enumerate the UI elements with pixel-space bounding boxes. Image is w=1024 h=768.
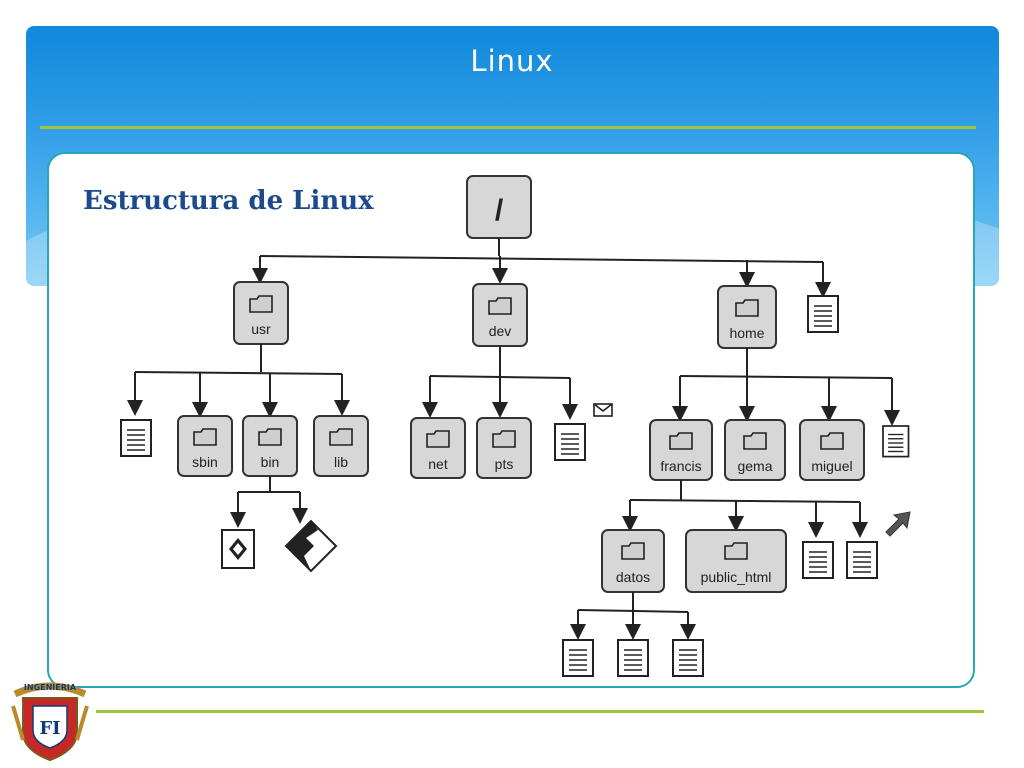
usr-folder-node: usr (233, 281, 289, 345)
dev-folder-icon (488, 297, 512, 315)
dev-folder-node: dev (472, 283, 528, 347)
home-label: home (729, 325, 764, 341)
francis-connectors (622, 480, 868, 538)
gema-label: gema (737, 458, 772, 474)
public-html-label: public_html (701, 569, 772, 585)
home-folder-icon (735, 299, 759, 317)
datos-label: datos (616, 569, 650, 585)
francis-file-icon-1 (802, 541, 834, 579)
usr-folder-icon (249, 295, 273, 313)
ingenieria-logo: INGENIERIA FI (11, 682, 89, 762)
lib-label: lib (334, 454, 348, 470)
pts-folder-icon (492, 430, 516, 448)
sbin-label: sbin (192, 454, 218, 470)
envelope-icon (593, 403, 613, 417)
datos-folder-node: datos (601, 529, 665, 593)
root-label: / (495, 194, 504, 227)
link-arrow-icon (885, 511, 911, 537)
net-folder-node: net (410, 417, 466, 479)
miguel-folder-icon (820, 432, 844, 450)
public-html-folder-node: public_html (685, 529, 787, 593)
pts-folder-node: pts (476, 417, 532, 479)
usr-label: usr (251, 321, 271, 337)
home-connectors (672, 348, 900, 426)
usr-file-icon (120, 419, 152, 457)
home-folder-node: home (717, 285, 777, 349)
gema-folder-node: gema (724, 419, 786, 481)
svg-text:INGENIERIA: INGENIERIA (24, 683, 77, 692)
francis-folder-node: francis (649, 419, 713, 481)
root-connectors (252, 238, 831, 298)
public-html-folder-icon (724, 542, 748, 560)
datos-connectors (570, 592, 696, 640)
bottom-divider-line (96, 710, 984, 713)
datos-file-icon-3 (672, 639, 704, 677)
sbin-folder-icon (193, 428, 217, 446)
svg-text:FI: FI (39, 718, 60, 739)
dev-connectors (422, 346, 578, 420)
datos-file-icon-2 (617, 639, 649, 677)
binary-file-icon (284, 519, 338, 573)
usr-connectors (127, 344, 350, 418)
miguel-folder-node: miguel (799, 419, 865, 481)
bin-folder-node: bin (242, 415, 298, 477)
bin-connectors (230, 476, 308, 528)
top-divider-line (40, 126, 976, 129)
executable-file-icon (221, 529, 255, 569)
bin-label: bin (261, 454, 280, 470)
home-file-icon (882, 425, 910, 458)
pts-label: pts (495, 456, 514, 472)
miguel-label: miguel (811, 458, 852, 474)
dev-file-icon (554, 423, 586, 461)
francis-file-icon-2 (846, 541, 878, 579)
francis-label: francis (660, 458, 701, 474)
root-file-icon (807, 295, 839, 333)
sbin-folder-node: sbin (177, 415, 233, 477)
dev-label: dev (489, 323, 512, 339)
datos-file-icon-1 (562, 639, 594, 677)
datos-folder-icon (621, 542, 645, 560)
net-folder-icon (426, 430, 450, 448)
net-label: net (428, 456, 448, 472)
diagram-subtitle: Estructura de Linux (83, 186, 374, 216)
lib-folder-icon (329, 428, 353, 446)
francis-folder-icon (669, 432, 693, 450)
bin-folder-icon (258, 428, 282, 446)
lib-folder-node: lib (313, 415, 369, 477)
gema-folder-icon (743, 432, 767, 450)
slide-title: Linux (470, 44, 554, 78)
